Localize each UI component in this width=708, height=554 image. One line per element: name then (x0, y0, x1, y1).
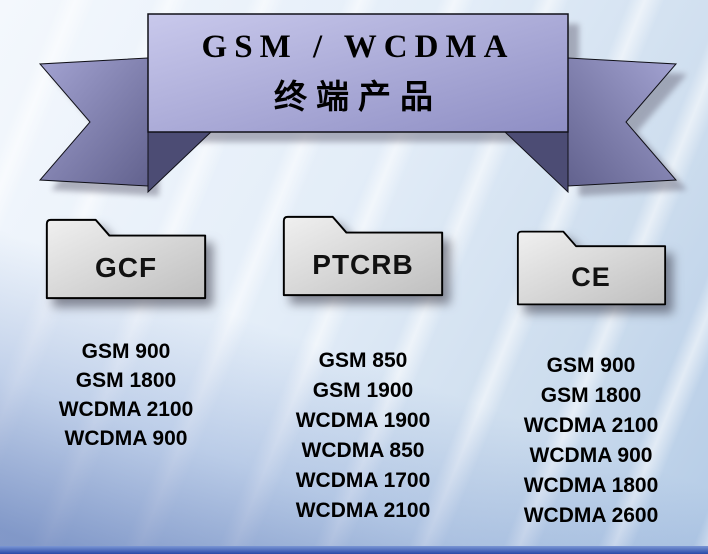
spec-item: GSM 1800 (540, 384, 642, 407)
spec-item: WCDMA 2100 (295, 499, 431, 522)
folder-label-gcf: GCF (94, 252, 158, 283)
column-gcf: GCF GSM 900 GSM 1800 WCDMA 2100 WCDMA 90… (14, 216, 238, 453)
spec-item: GSM 900 (81, 340, 171, 363)
ribbon-tail-right (567, 57, 678, 187)
column-ptcrb: PTCRB GSM 850 GSM 1900 WCDMA 1900 WCDMA … (256, 213, 470, 526)
banner-title-line1: GSM / WCDMA (201, 28, 515, 65)
spec-item: GSM 900 (546, 354, 636, 377)
ribbon-fold-left (147, 130, 214, 194)
spec-item: GSM 1900 (312, 379, 414, 402)
banner-ribbon (38, 13, 687, 196)
spec-item: WCDMA 1700 (295, 469, 431, 492)
spec-item: WCDMA 2600 (523, 504, 659, 527)
banner-title-line2: 终端产品 (274, 79, 442, 116)
column-ce: CE GSM 900 GSM 1800 WCDMA 2100 WCDMA 900… (490, 228, 692, 531)
spec-list-ce: GSM 900 GSM 1800 WCDMA 2100 WCDMA 900 WC… (524, 351, 659, 531)
folder-icon (516, 230, 666, 306)
spec-item: WCDMA 2100 (523, 414, 659, 437)
spec-item: WCDMA 1900 (295, 409, 431, 432)
spec-item: WCDMA 900 (529, 444, 653, 467)
ribbon-panel (147, 13, 569, 133)
ribbon-tail-left (38, 57, 149, 187)
folder-ptcrb: PTCRB (275, 213, 451, 304)
folder-icon (282, 215, 444, 297)
spec-item: WCDMA 900 (64, 427, 188, 450)
folder-label-ce: CE (571, 262, 611, 292)
spec-item: GSM 850 (318, 349, 408, 372)
folder-label-ptcrb: PTCRB (312, 249, 414, 280)
spec-item: WCDMA 1800 (523, 474, 659, 497)
folder-ce: CE (514, 228, 669, 313)
ribbon-fold-right (502, 130, 569, 194)
bottom-border (0, 546, 708, 554)
spec-item: GSM 1800 (75, 369, 177, 392)
spec-list-gcf: GSM 900 GSM 1800 WCDMA 2100 WCDMA 900 (59, 337, 194, 453)
spec-item: WCDMA 2100 (58, 398, 194, 421)
folder-gcf: GCF (42, 216, 210, 307)
spec-list-ptcrb: GSM 850 GSM 1900 WCDMA 1900 WCDMA 850 WC… (296, 346, 431, 526)
banner-title: GSM / WCDMA 终端产品 (148, 14, 568, 132)
folder-icon (45, 218, 207, 300)
spec-item: WCDMA 850 (301, 439, 425, 462)
